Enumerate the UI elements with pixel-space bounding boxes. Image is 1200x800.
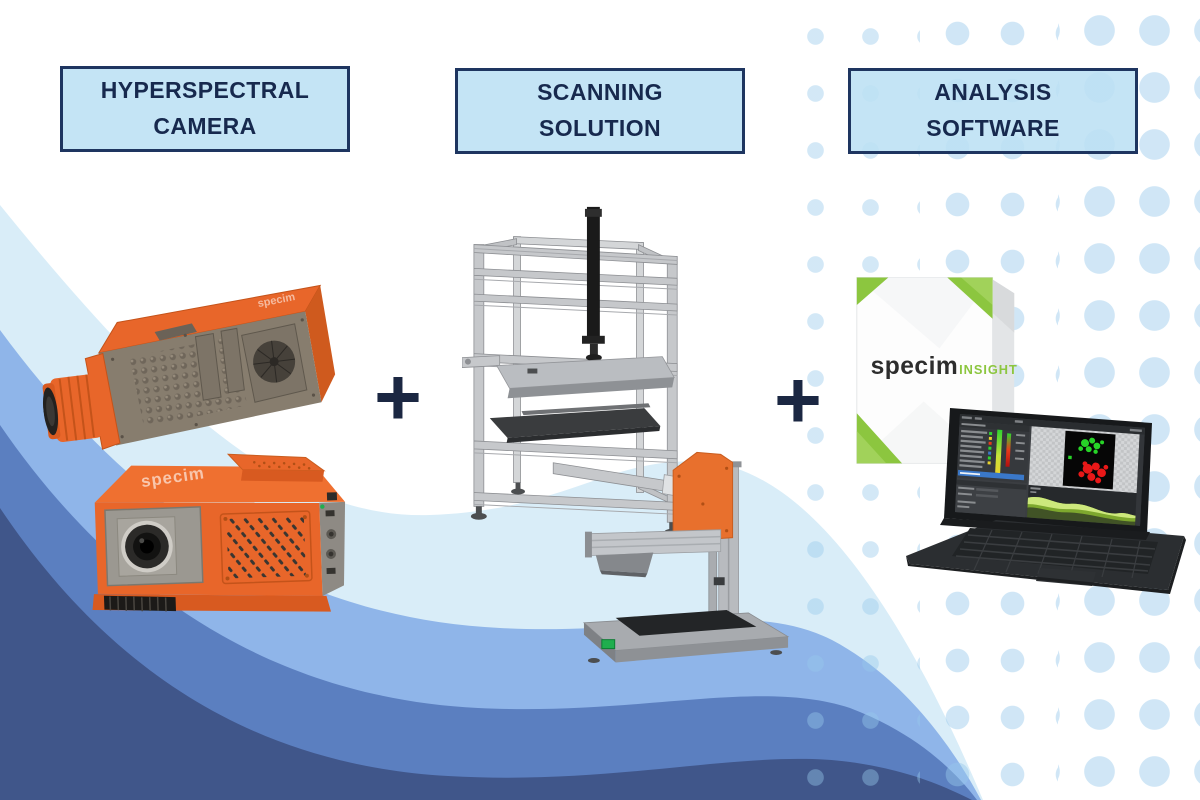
laptop-key-rows [955, 534, 1156, 572]
software-brand-text: specim [871, 353, 959, 380]
scanner-power-button [601, 639, 616, 650]
laptop-illustration [900, 408, 1192, 594]
label-text: ANALYSIS SOFTWARE [926, 79, 1060, 141]
frame-scanner-illustration [462, 206, 700, 540]
frame-tray [462, 355, 675, 399]
plus-icon: + [374, 352, 422, 443]
camera-plate [194, 332, 222, 401]
camera-top-face [98, 285, 321, 353]
label-text: HYPERSPECTRAL CAMERA [100, 77, 310, 139]
screen-green-bar [995, 429, 1003, 474]
camera-label-plate [154, 323, 197, 341]
label-scanning-solution: SCANNING SOLUTION [455, 68, 745, 154]
frame-rail [473, 293, 678, 312]
screen-green-sample [1078, 437, 1105, 454]
software-product-text: INSIGHT [959, 362, 1018, 377]
camera2-vent-block [226, 453, 326, 472]
camera-lens-barrel [42, 374, 103, 442]
plus-icon: + [774, 355, 822, 446]
frame-rail [473, 267, 678, 286]
camera-texture [129, 336, 248, 428]
frame-front-post [473, 244, 485, 507]
laptop-keyboard [952, 528, 1158, 574]
camera2-right-face [319, 501, 346, 597]
laptop-hinge [940, 518, 1150, 540]
camera2-grille-slots [226, 516, 306, 579]
camera2-switch [326, 492, 338, 501]
screen-toolbar [959, 414, 1145, 435]
screen-selected-row [957, 469, 1025, 481]
wave-dark [0, 508, 972, 800]
scanner-orange-panel [672, 451, 734, 543]
hyperspectral-camera-box-illustration: specim [79, 435, 363, 633]
frame-rail [473, 440, 678, 460]
label-analysis-software: ANALYSIS SOFTWARE [848, 68, 1138, 154]
scanner-arm [584, 529, 722, 578]
screen-red-sample [1078, 461, 1109, 484]
lab-scanner-illustration [582, 438, 795, 665]
camera-plate [220, 327, 245, 394]
camera2-led [320, 504, 325, 509]
wave-medium [0, 425, 977, 800]
scanner-base [582, 609, 790, 663]
screen-red-bar [1005, 433, 1012, 467]
camera2-vent-block-front [240, 469, 325, 482]
camera2-connectors [325, 510, 337, 575]
camera-end-face [305, 285, 336, 403]
label-text: SCANNING SOLUTION [537, 79, 663, 141]
frame-camera-bar [581, 206, 605, 362]
analysis-software-screen [954, 414, 1145, 526]
frame-sample-plate [489, 403, 661, 443]
label-hyperspectral-camera: HYPERSPECTRAL CAMERA [60, 66, 350, 152]
box-green-corner-tl [856, 277, 889, 306]
hyperspectral-camera-long-illustration: specim [31, 272, 349, 475]
camera2-lens [121, 520, 173, 573]
